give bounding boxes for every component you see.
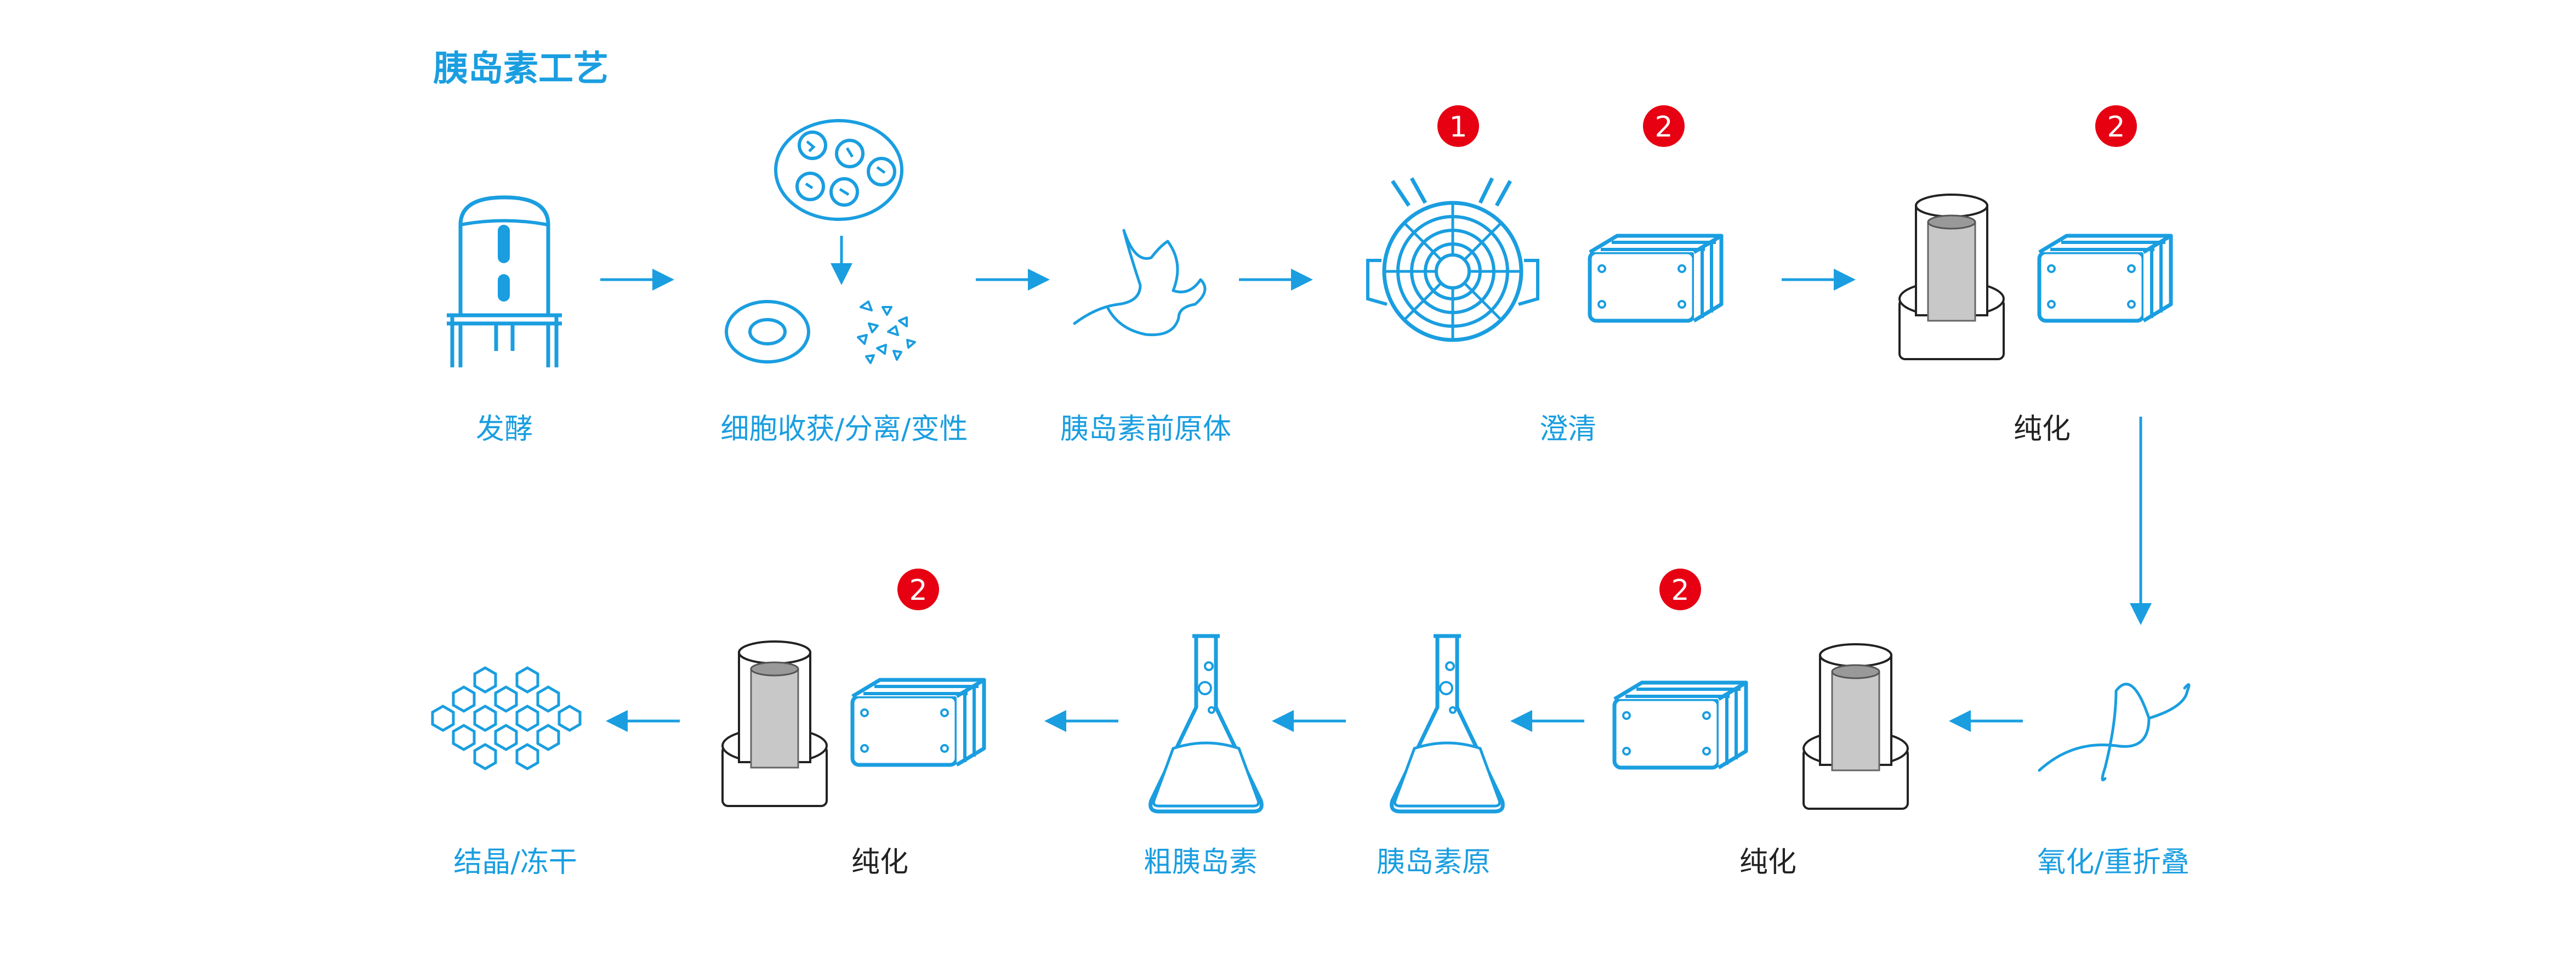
chromatography-cassette-icon bbox=[2039, 236, 2171, 321]
badge-2: 2 bbox=[1643, 105, 1685, 147]
chromatography-cassette-icon bbox=[852, 680, 984, 765]
step-label-purify-3: 纯化 bbox=[851, 846, 909, 879]
step-label-purify-2: 纯化 bbox=[1739, 846, 1797, 879]
badge-1-number: 1 bbox=[1449, 111, 1467, 144]
centrifuge-icon bbox=[1366, 177, 1539, 342]
step-label-proinsulin: 胰岛素原 bbox=[1376, 846, 1491, 879]
flask-icon bbox=[1392, 636, 1503, 811]
badge-5-number: 2 bbox=[909, 574, 927, 607]
flow-arrows bbox=[600, 269, 2152, 732]
badge-2-number: 2 bbox=[1654, 111, 1673, 144]
crystal-lattice-icon bbox=[433, 668, 580, 769]
cell-harvest-icon bbox=[725, 119, 916, 364]
badge-1: 1 bbox=[1437, 105, 1479, 147]
step-badges: 1 2 2 2 2 bbox=[897, 105, 2137, 610]
step-label-purify-1: 纯化 bbox=[2013, 413, 2071, 446]
chromatography-cassette-icon bbox=[1590, 236, 1721, 321]
step-label-oxidation: 氧化/重折叠 bbox=[2037, 846, 2190, 879]
diagram-title: 胰岛素工艺 bbox=[433, 49, 609, 89]
step-label-precursor: 胰岛素前原体 bbox=[1060, 413, 1232, 446]
chromatography-column-icon bbox=[1802, 643, 1909, 810]
fermenter-icon bbox=[447, 195, 562, 367]
flask-icon bbox=[1151, 636, 1262, 811]
step-label-harvest: 细胞收获/分离/变性 bbox=[720, 413, 968, 446]
step-label-crystallization: 结晶/冻干 bbox=[453, 846, 577, 879]
badge-3: 2 bbox=[2095, 105, 2137, 147]
step-label-fermentation: 发酵 bbox=[475, 413, 533, 446]
refolding-chain-icon bbox=[2038, 683, 2191, 781]
badge-5: 2 bbox=[897, 569, 939, 610]
badge-4-number: 2 bbox=[1671, 574, 1689, 607]
badge-4: 2 bbox=[1659, 569, 1701, 610]
precursor-chain-icon bbox=[1073, 229, 1207, 337]
chromatography-column-icon bbox=[1898, 194, 2005, 360]
step-label-crude-insulin: 粗胰岛素 bbox=[1143, 846, 1258, 879]
badge-3-number: 2 bbox=[2107, 111, 2125, 144]
chromatography-cassette-icon bbox=[1614, 683, 1746, 768]
step-label-clarification: 澄清 bbox=[1539, 413, 1597, 446]
chromatography-column-icon bbox=[721, 640, 828, 807]
